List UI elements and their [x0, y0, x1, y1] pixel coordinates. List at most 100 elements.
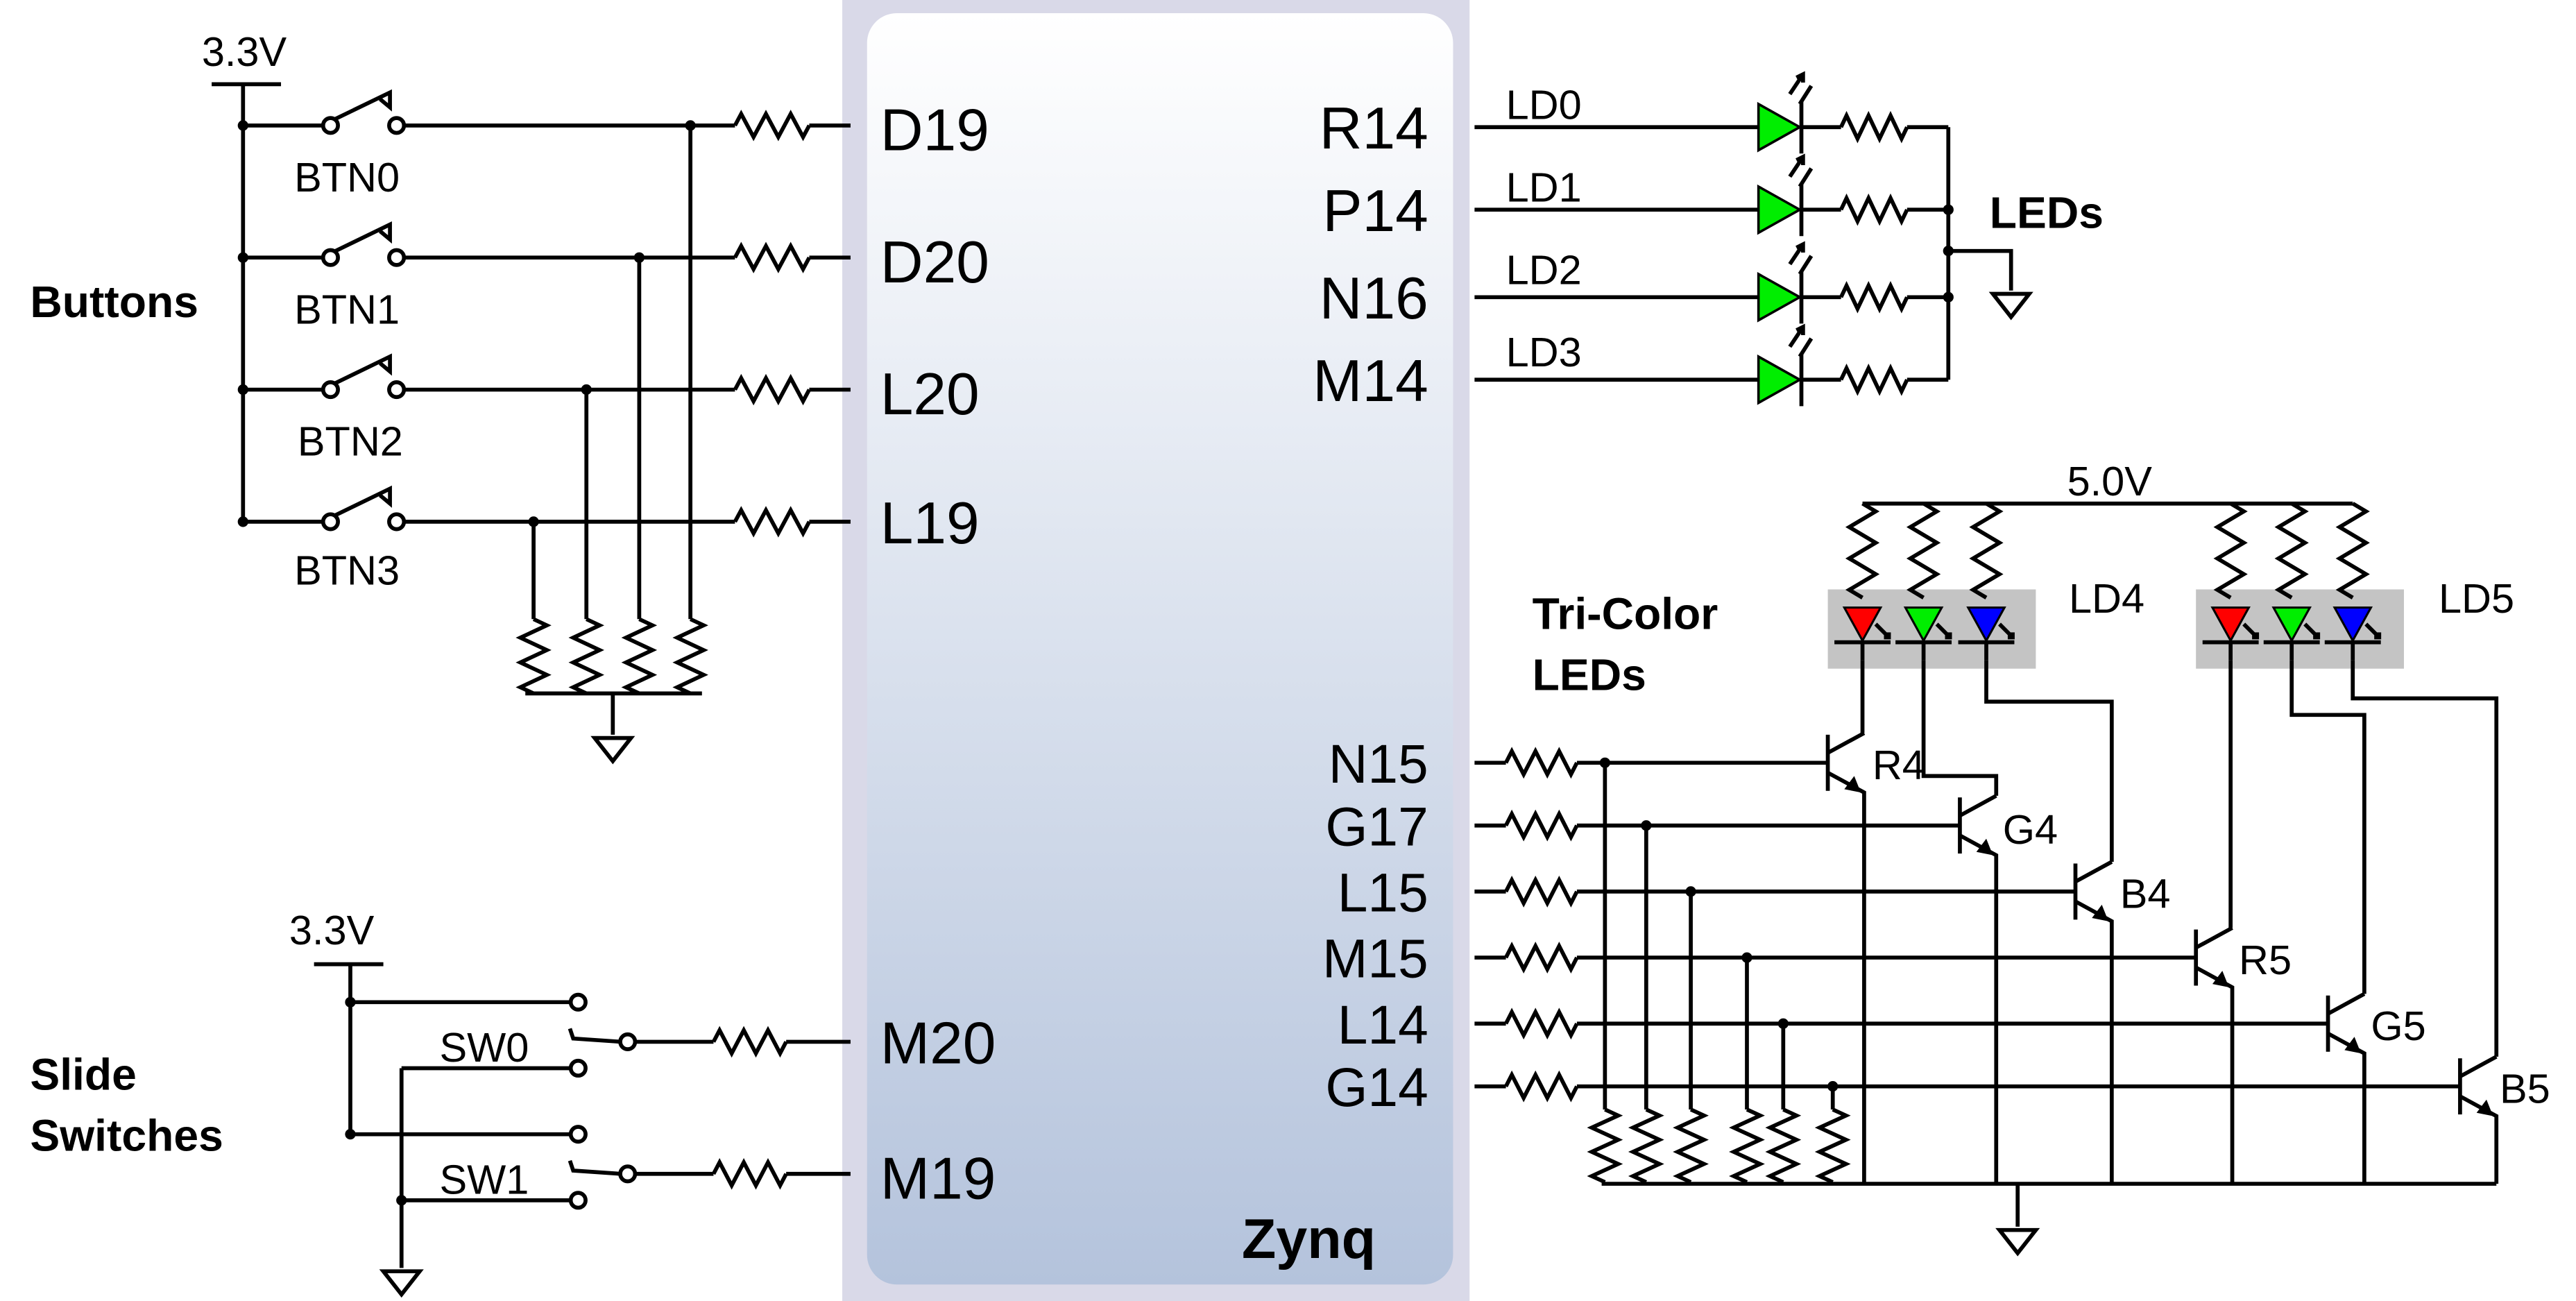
rgb-led-icon [1966, 606, 2006, 643]
light-emission-icon [1874, 622, 1891, 640]
resistor-icon [2274, 502, 2309, 600]
light-emission-icon [2242, 622, 2260, 640]
switch-contact-icon [321, 116, 340, 135]
transistor-label: G4 [2003, 806, 2058, 853]
pin-label: P14 [1322, 178, 1428, 244]
button-label: BTN2 [298, 418, 403, 465]
chip-label: Zynq [1242, 1208, 1376, 1270]
pin-label: G17 [1325, 796, 1428, 857]
transistor-label: R4 [1873, 742, 1925, 788]
resistor-icon [711, 1157, 788, 1190]
switch-contact-icon [321, 248, 340, 267]
wire [1827, 771, 1866, 1184]
resistor-icon [1839, 363, 1909, 396]
resistor-icon [1504, 942, 1579, 973]
resistor-icon [1839, 281, 1909, 314]
pin-label: M15 [1322, 928, 1428, 989]
rgb-led-label: LD4 [2069, 575, 2144, 622]
pushbutton-lever-icon [334, 221, 392, 253]
resistor-icon [1906, 502, 1941, 600]
light-emission-icon [1788, 241, 1814, 275]
ground-icon [379, 1269, 424, 1298]
resistor-icon [1839, 193, 1909, 226]
switch-contact-icon [568, 1058, 588, 1078]
switch-contact-icon [387, 512, 407, 532]
wire [2327, 992, 2366, 1016]
leds-title: LEDs [1990, 187, 2104, 237]
light-emission-icon [2364, 622, 2382, 640]
pin-label: M14 [1313, 348, 1428, 414]
resistor-icon [1673, 1107, 1709, 1184]
transistor-label: B4 [2120, 871, 2171, 917]
resistor-icon [1845, 502, 1880, 600]
resistor-icon [1628, 1107, 1664, 1184]
transistor-label: R5 [2239, 937, 2292, 983]
junction-dot [528, 516, 539, 527]
pin-label: L20 [880, 361, 980, 427]
junction-dot [1943, 204, 1954, 215]
switch-contact-icon [618, 1164, 638, 1184]
emitter-arrow-icon [2344, 1037, 2362, 1054]
led-label: LD0 [1506, 81, 1582, 128]
resistor-icon [1814, 1107, 1851, 1184]
pin-label: M20 [880, 1010, 996, 1076]
wire [1827, 731, 1866, 755]
light-emission-icon [1998, 622, 2015, 640]
wire [2327, 1032, 2366, 1184]
switch-contact-icon [321, 512, 340, 532]
rgb-led-label: LD5 [2439, 575, 2514, 622]
resistor-icon [568, 617, 605, 695]
button-label: BTN1 [294, 286, 400, 332]
led-icon [1757, 354, 1802, 405]
pin-label: D20 [880, 229, 989, 296]
switch-contact-icon [387, 380, 407, 400]
light-emission-icon [2303, 622, 2321, 640]
transistor-label: B5 [2500, 1065, 2550, 1112]
switch-contact-icon [387, 116, 407, 135]
pushbutton-lever-icon [334, 353, 392, 385]
wire [2074, 860, 2113, 884]
switch-label: SW0 [439, 1024, 529, 1071]
light-emission-icon [1788, 153, 1814, 188]
switch-contact-icon [387, 248, 407, 267]
switch-contact-icon [568, 992, 588, 1012]
switch-contact-icon [568, 1125, 588, 1144]
switch-contact-icon [568, 1191, 588, 1210]
supply-label: 3.3V [289, 907, 375, 953]
pin-label: L14 [1338, 994, 1428, 1055]
led-label: LD3 [1506, 329, 1582, 375]
resistor-icon [711, 1026, 788, 1058]
supply-label: 5.0V [2067, 458, 2153, 504]
led-label: LD2 [1506, 246, 1582, 293]
button-label: BTN3 [294, 547, 400, 593]
resistor-icon [1587, 1107, 1623, 1184]
resistor-icon [1504, 1007, 1579, 1040]
wire [2459, 1055, 2498, 1078]
resistor-icon [621, 617, 658, 695]
light-emission-icon [1788, 323, 1814, 358]
pin-label: N15 [1329, 733, 1428, 794]
wire [2459, 1094, 2499, 1184]
wire [2074, 899, 2114, 1184]
buttons-title: Buttons [30, 277, 198, 327]
resistor-icon [1504, 809, 1579, 842]
switch-label: SW1 [439, 1156, 529, 1202]
resistor-icon [733, 506, 811, 538]
junction-dot [633, 252, 645, 263]
pin-label: N16 [1320, 265, 1428, 332]
rgb-led-icon [2332, 606, 2373, 643]
pin-label: G14 [1325, 1057, 1428, 1118]
rgb-led-icon [1903, 606, 1944, 643]
resistor-icon [672, 617, 708, 695]
pushbutton-lever-icon [334, 485, 392, 517]
wire [2289, 660, 2366, 994]
emitter-arrow-icon [2092, 904, 2109, 921]
resistor-icon [1969, 502, 2004, 600]
slide-switch-lever-icon [568, 1159, 622, 1176]
wire [1860, 660, 1865, 735]
pin-label: R14 [1320, 95, 1428, 162]
rgb-led-icon [2210, 606, 2251, 643]
emitter-arrow-icon [2476, 1099, 2493, 1116]
